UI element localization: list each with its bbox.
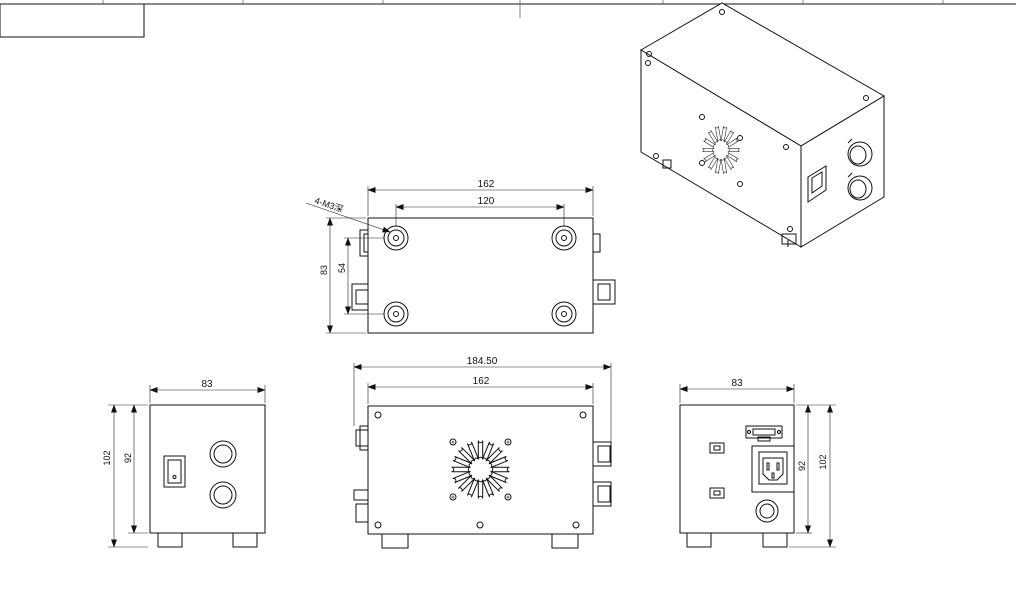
vent-slot [477,479,484,499]
dim-hole-spacing: 120 [478,196,495,207]
vent-slot [452,455,473,469]
vent-slot [714,158,722,175]
hole-callout: 4-M3深 [313,195,344,214]
vent-slot [726,137,739,148]
vent-slot [485,474,503,492]
isometric-view [640,2,885,248]
vent-slot [703,152,716,163]
vent-slot [466,477,480,498]
vent-slot [481,441,495,462]
vent-slot [714,125,722,142]
dim-right-height-body: 92 [797,461,807,471]
vent-slot [723,129,735,145]
vent-slot [452,470,473,484]
vent-slot [477,440,484,460]
vent-slot [451,466,471,473]
vent-slot [726,152,739,163]
vent-slot [458,447,476,465]
mounting-hole [383,225,409,251]
title-block [0,0,1016,38]
top-view: 162 120 83 54 4-M3深 [305,179,616,334]
vent-slot [702,148,715,152]
vent-slot [488,470,509,484]
vent-slot [723,155,735,171]
dim-top-depth: 83 [319,265,329,275]
dim-right-width: 83 [731,378,743,389]
vent-slot [720,125,728,142]
dim-left-height-total: 102 [102,450,112,465]
vent-slot [707,155,719,171]
vent-slot [490,466,510,473]
mounting-hole [551,301,577,327]
mounting-hole [551,225,577,251]
left-view: 83 102 92 [102,379,266,548]
dim-front-body-width: 162 [473,376,490,387]
dim-right-height-total: 102 [818,454,828,469]
vent-slot [703,137,716,148]
vent-slot [707,129,719,145]
vent-slot [458,474,476,492]
mounting-hole [383,301,409,327]
right-view: 83 92 102 [679,378,836,548]
front-view: 184.50 162 [353,356,612,549]
vent-slot [727,148,740,152]
dim-top-width: 162 [478,179,495,190]
dim-left-height-body: 92 [123,453,133,463]
vent-slot [485,447,503,465]
vent-slot [488,455,509,469]
vent-slot [720,158,728,175]
vent-slot [481,477,495,498]
dim-hole-pitch: 54 [337,263,347,273]
vent-slot [466,441,480,462]
dim-front-overall-width: 184.50 [467,356,498,367]
dim-left-width: 83 [201,379,213,390]
